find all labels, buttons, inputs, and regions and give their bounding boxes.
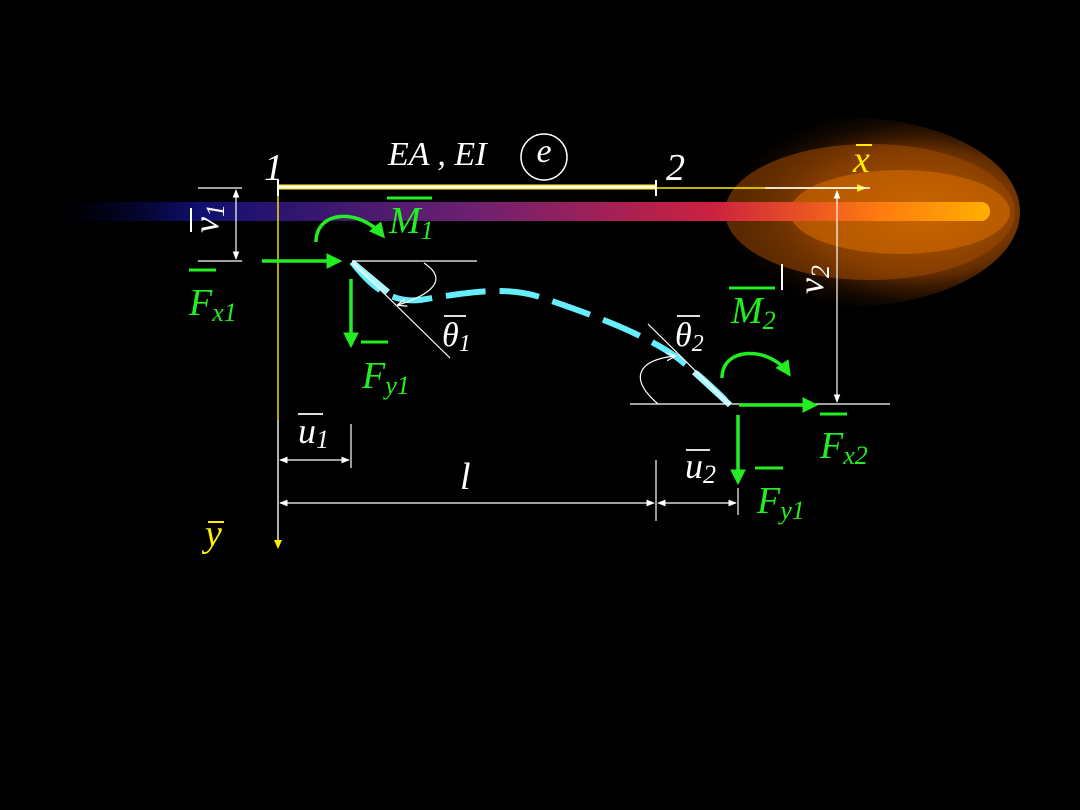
length-label: l	[460, 456, 471, 498]
v1-label: v1	[186, 204, 230, 233]
node1-reference	[351, 260, 477, 359]
beam-element	[277, 180, 657, 196]
y-axis-label: y	[201, 513, 224, 555]
m2-label: M2	[729, 286, 776, 335]
fx1-label: Fx1	[188, 268, 237, 327]
moment-m2-arrow	[720, 351, 791, 379]
svg-text:θ1: θ1	[442, 317, 471, 357]
svg-text:θ2: θ2	[675, 317, 704, 357]
node2-label: 2	[666, 147, 685, 189]
svg-text:Fy1: Fy1	[756, 480, 805, 525]
u2-dimension: u2	[657, 446, 739, 515]
svg-text:Fx1: Fx1	[188, 282, 237, 327]
svg-text:Fx2: Fx2	[819, 425, 868, 470]
theta1-label: θ1	[442, 315, 471, 357]
node1-label: 1	[264, 147, 283, 189]
element-badge: e	[520, 133, 568, 181]
svg-text:M2: M2	[730, 290, 776, 335]
length-dimension: l	[279, 456, 657, 521]
node2-reference	[630, 323, 890, 406]
m1-label: M1	[387, 196, 434, 245]
comet-decoration	[60, 110, 1020, 320]
svg-text:u2: u2	[685, 446, 716, 489]
fy2-label: Fy1	[755, 466, 805, 525]
element-label: e	[536, 133, 551, 170]
theta2-label: θ2	[675, 315, 704, 357]
y-axis	[274, 188, 282, 549]
v2-label: v2	[791, 265, 835, 294]
v1-dimension: v1	[186, 187, 242, 262]
u1-dimension: u1	[279, 411, 352, 468]
v2-dimension: v2	[781, 190, 841, 403]
svg-text:x: x	[852, 139, 870, 181]
svg-text:Fy1: Fy1	[361, 355, 410, 400]
svg-text:u1: u1	[298, 411, 329, 454]
svg-text:y: y	[201, 513, 222, 555]
svg-text:M1: M1	[388, 200, 434, 245]
moment-m1-arrow	[314, 214, 386, 243]
fy1-label: Fy1	[361, 340, 410, 400]
section-properties: EA , EI	[387, 136, 488, 173]
fx2-label: Fx2	[819, 412, 868, 470]
x-axis-label: x	[852, 139, 872, 181]
